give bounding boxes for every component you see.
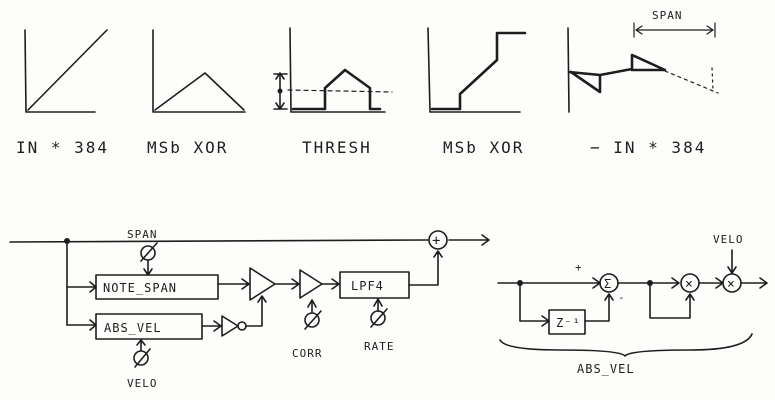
to-delay-line [519,282,550,327]
span-knob-pointer [140,242,158,262]
inverter-bubble [237,321,247,331]
group-brace [499,333,753,357]
graph-msb-xor-2: MSb XOR [427,27,527,157]
span-dimension-line [633,22,716,38]
span-knob-arrow [143,259,153,276]
span-knob-label: SPAN [127,228,158,241]
velo-knob-label: VELO [127,377,158,390]
corr-knob[interactable] [304,312,320,328]
graph-axes [289,27,386,113]
lpf4-label: LPF4 [351,279,384,293]
sum-symbol: Σ [604,277,611,291]
graph-axes [152,29,246,113]
gain-1-output [274,278,300,290]
rate-knob-arrow [373,298,383,312]
abs-vel-output [201,320,222,332]
graph-threshold-line [287,89,393,93]
detail-velo-label: VELO [713,233,744,246]
graph-triangle-line [154,72,245,111]
rate-knob[interactable] [370,310,386,326]
graph-extension-dashed [664,70,719,94]
abs-vel-label: ABS_VEL [104,321,162,335]
threshold-dot [277,88,283,94]
graph-span-end-dashed [711,67,714,91]
summer-node [428,230,448,250]
graph-label: − IN * 384 [590,138,706,157]
lpf4-to-summer [408,250,443,286]
mult-2-symbol: × [727,277,735,292]
graph-label: THRESH [302,138,372,157]
inverter-triangle[interactable] [221,315,239,337]
velo-knob[interactable] [133,350,149,366]
graph-thresh-curve [291,68,382,111]
to-note-span-arrow [66,281,97,293]
gain-amp-2[interactable] [299,269,323,299]
graph-label: MSb XOR [443,138,524,157]
summer-symbol: + [432,233,440,249]
corr-knob-pointer [304,310,322,330]
span-dimension-arrows [635,25,714,35]
graph-ramp-line [27,29,108,111]
threshold-arrowheads [273,72,288,110]
mult-1-symbol: × [685,277,693,292]
graph-in-384: IN * 384 [16,29,109,157]
rate-knob-label: RATE [364,340,395,353]
velo-knob-arrow [136,339,146,351]
delay-block[interactable] [548,309,586,335]
abs-vel-detail: + Σ Z⁻¹ - × × VELO ABS_VEL [497,233,768,376]
rate-knob-pointer [370,308,388,328]
gain-amp-1[interactable] [249,267,276,301]
graph-label: IN * 384 [16,138,109,157]
graph-label: MSb XOR [147,138,228,157]
to-abs-vel-arrow [66,319,97,331]
main-input-line [9,239,429,243]
inverter-to-gain [245,295,267,327]
span-marker-label: SPAN [652,9,683,22]
square-feed [649,282,695,319]
left-signal-flow: + NOTE_SPAN SPAN ABS_VEL VELO [9,228,490,390]
note-span-block[interactable] [95,274,219,300]
mult-1-output [698,277,724,289]
group-label: ABS_VEL [577,362,635,376]
note-span-label: NOTE_SPAN [103,281,177,295]
gain-2-output [321,278,340,290]
sum-plus-mark: + [575,261,583,274]
delay-label: Z⁻¹ [556,316,581,330]
sum-minus-mark: - [618,291,626,304]
graph-neg-in-384: SPAN − IN * 384 [567,9,719,157]
velo-input-arrow [727,249,737,274]
graph-step-curve [430,31,527,111]
graph-axis [567,27,570,113]
graph-thresh: THRESH [273,27,393,157]
graph-axes [24,29,96,113]
detail-output-arrow [740,277,768,289]
corr-knob-label: CORR [292,347,323,360]
detail-input-line [497,277,601,289]
note-span-output [217,278,250,290]
velo-knob-pointer [134,348,151,368]
delay-to-sum [584,293,614,322]
corr-knob-arrow [307,299,317,313]
graph-sawtooth-curve [567,53,667,94]
graph-msb-xor-1: MSb XOR [147,29,246,157]
output-arrow [448,234,490,246]
graph-axes [427,27,521,113]
